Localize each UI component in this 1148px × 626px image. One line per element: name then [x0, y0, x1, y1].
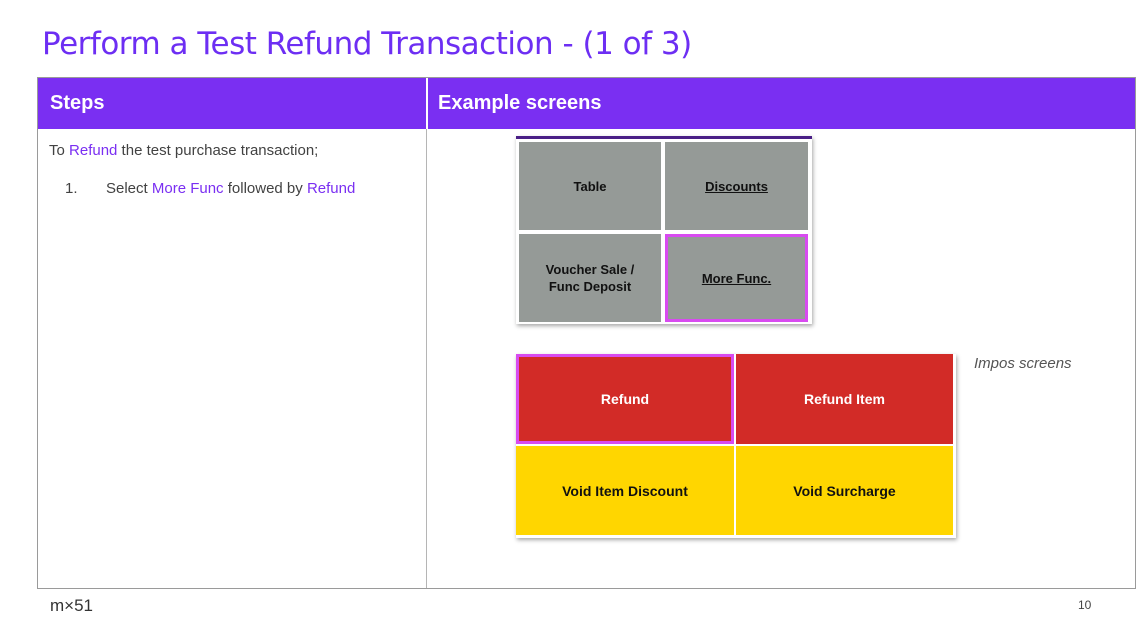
steps-table: Steps Example screens To Refund the test…: [37, 77, 1136, 589]
table-header: Steps Example screens: [38, 78, 1135, 129]
pos-button-refund-item[interactable]: Refund Item: [736, 354, 953, 444]
pos-button-void-surcharge[interactable]: Void Surcharge: [736, 446, 953, 535]
step-highlight-more-func: More Func: [151, 180, 224, 197]
pos-button-table[interactable]: Table: [519, 142, 661, 230]
screens-caption: Impos screens: [974, 355, 1072, 372]
example-screen-refund: Refund Refund Item Void Item Discount Vo…: [516, 354, 956, 538]
pos-button-void-item-discount[interactable]: Void Item Discount: [516, 446, 734, 535]
intro-prefix: To: [49, 142, 70, 159]
step-number: 1.: [65, 180, 78, 197]
step-prefix: Select: [106, 180, 152, 197]
intro-suffix: the test purchase transaction;: [117, 142, 319, 159]
pos-button-more-func[interactable]: More Func.: [665, 234, 808, 322]
example-screen-more-func: Table Discounts Voucher Sale / Func Depo…: [516, 136, 812, 324]
steps-intro: To Refund the test purchase transaction;: [49, 142, 318, 159]
list-item: 1. Select More Func followed by Refund: [65, 180, 355, 197]
intro-highlight: Refund: [69, 142, 118, 159]
pos-button-discounts[interactable]: Discounts: [665, 142, 808, 230]
pos-button-voucher-sale[interactable]: Voucher Sale / Func Deposit: [519, 234, 661, 322]
pos-button-refund[interactable]: Refund: [516, 354, 734, 444]
brand-logo: m×51: [50, 596, 93, 615]
header-steps: Steps: [50, 92, 105, 114]
page-number: 10: [1078, 598, 1092, 612]
step-middle: followed by: [223, 180, 307, 197]
step-highlight-refund: Refund: [306, 180, 356, 197]
header-divider: [426, 78, 428, 129]
column-divider: [426, 78, 427, 588]
header-example-screens: Example screens: [438, 92, 602, 114]
page-title: Perform a Test Refund Transaction - (1 o…: [42, 26, 692, 62]
